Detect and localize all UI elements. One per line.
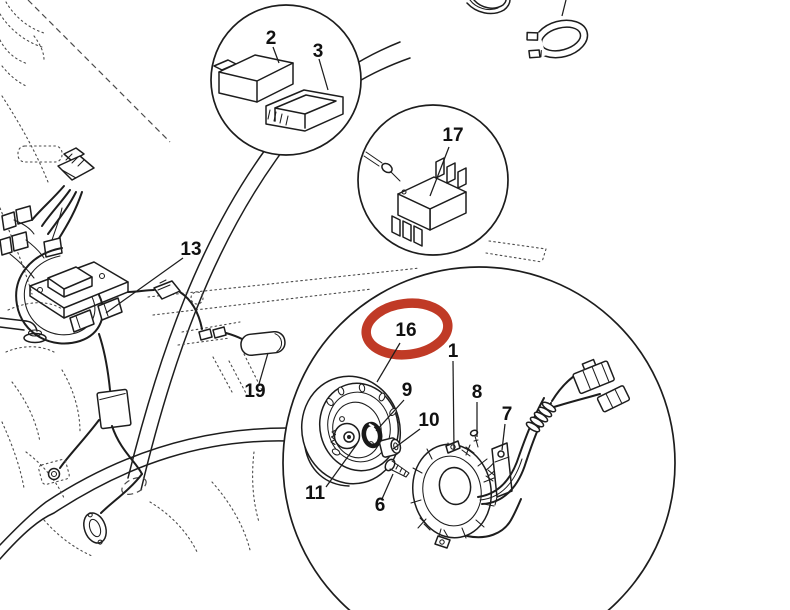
harness-connector-b (596, 385, 631, 413)
harness-connector-main (57, 147, 95, 181)
part-label-17: 17 (442, 125, 463, 146)
stator-bracket (491, 442, 513, 506)
leader-line-7 (501, 423, 506, 451)
cdi-holder-part3 (265, 89, 344, 132)
part-label-3: 3 (313, 41, 324, 62)
clamp-band-left (466, 0, 511, 15)
harness-branch-19 (127, 279, 286, 357)
cdi-mount-plate (29, 261, 129, 333)
rotor-nut (378, 437, 402, 458)
leader-line-16 (376, 342, 401, 383)
part-label-8: 8 (472, 382, 483, 403)
leader-line-13 (105, 257, 184, 314)
callout-cdi-units: 2 3 (210, 4, 362, 156)
leader-line-11 (325, 443, 358, 488)
leader-line-9 (375, 399, 405, 432)
part-label-11: 11 (305, 483, 326, 504)
part-label-2: 2 (266, 28, 277, 49)
harness-connector-a (572, 358, 615, 395)
flywheel-rotor (300, 375, 402, 487)
harness-connector-cluster (0, 205, 63, 279)
callout-generator: 1 9 10 8 7 11 6 16 (282, 266, 676, 610)
frame-sketch (0, 0, 547, 560)
resistor-cylinder (240, 331, 286, 357)
rotor-bolt (384, 458, 410, 478)
part-label-10: 10 (418, 410, 439, 431)
cdi-unit-box (96, 333, 132, 430)
part-label-9: 9 (402, 380, 413, 401)
leader-line-2 (272, 46, 280, 64)
wiring-harness (0, 147, 286, 545)
leader-line-6 (381, 473, 394, 500)
stator-harness (466, 358, 631, 539)
regulator-rectifier (363, 151, 467, 247)
part-label-13: 13 (180, 239, 201, 260)
part-label-7: 7 (502, 404, 513, 425)
part-label-16: 16 (395, 320, 416, 341)
leader-line-1 (452, 360, 455, 451)
rotor-washer (361, 421, 383, 449)
pickup-sensor (83, 425, 143, 545)
callout-regulator: 17 (357, 104, 509, 256)
leader-line-17 (429, 146, 450, 197)
leader-line-19 (258, 352, 269, 385)
part-label-6: 6 (375, 495, 386, 516)
ground-eyelet (38, 419, 100, 485)
stator-coil (410, 440, 500, 549)
part-label-1: 1 (448, 341, 459, 362)
leader-line-10 (392, 428, 421, 450)
part-label-19: 19 (244, 381, 265, 402)
highlight-ellipse (361, 298, 453, 360)
leader-line-3 (318, 58, 329, 91)
cdi-unit-part2 (213, 54, 294, 103)
clamp-band-right (526, 0, 589, 60)
